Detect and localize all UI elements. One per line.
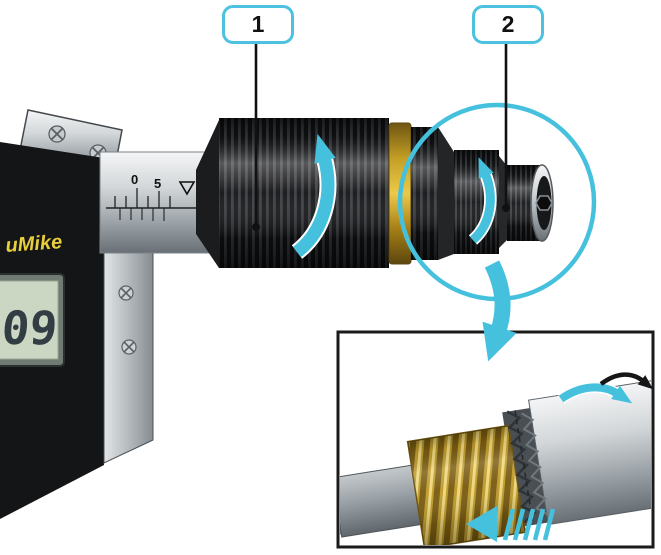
inset-box — [336, 330, 655, 549]
callout-lines — [252, 40, 510, 231]
callout-2-dot — [502, 204, 510, 212]
thimble-rotation-arrow-icon — [291, 133, 337, 259]
index-triangle-icon — [178, 181, 196, 196]
brand-label: uMike — [5, 231, 63, 257]
screw-icon — [121, 339, 137, 355]
callout-1: 1 — [222, 5, 294, 44]
scale-number-0: 0 — [131, 172, 138, 187]
inset-ratchet-cylinder — [528, 379, 651, 526]
lcd-display: 09 — [0, 273, 65, 367]
ratchet-teeth-back — [521, 412, 549, 516]
ratchet-teeth-centerline — [514, 410, 534, 522]
screw-icon — [48, 125, 66, 143]
ratchet-stop — [454, 150, 554, 254]
callout-1-dot — [252, 223, 260, 231]
scale-number-5: 5 — [154, 176, 161, 191]
inset-cyan-rotation-arrow-icon — [557, 381, 633, 404]
zoom-down-arrow-icon — [482, 260, 517, 362]
micrometer-body: uMike 09 — [0, 109, 154, 519]
screw-icon — [118, 285, 134, 301]
hex-socket-icon — [535, 195, 553, 211]
inset-art — [340, 379, 651, 545]
lcd-digits: 09 — [0, 301, 60, 355]
callout-2: 2 — [472, 5, 544, 44]
callout-2-label: 2 — [501, 11, 515, 37]
inset-black-rotation-arrow-icon — [599, 372, 654, 390]
ratchet-rotation-arrow-icon — [468, 157, 497, 245]
inset-left-arrow-icon — [466, 506, 556, 542]
callout-1-label: 1 — [251, 11, 265, 37]
ratchet-teeth-front — [506, 410, 537, 524]
